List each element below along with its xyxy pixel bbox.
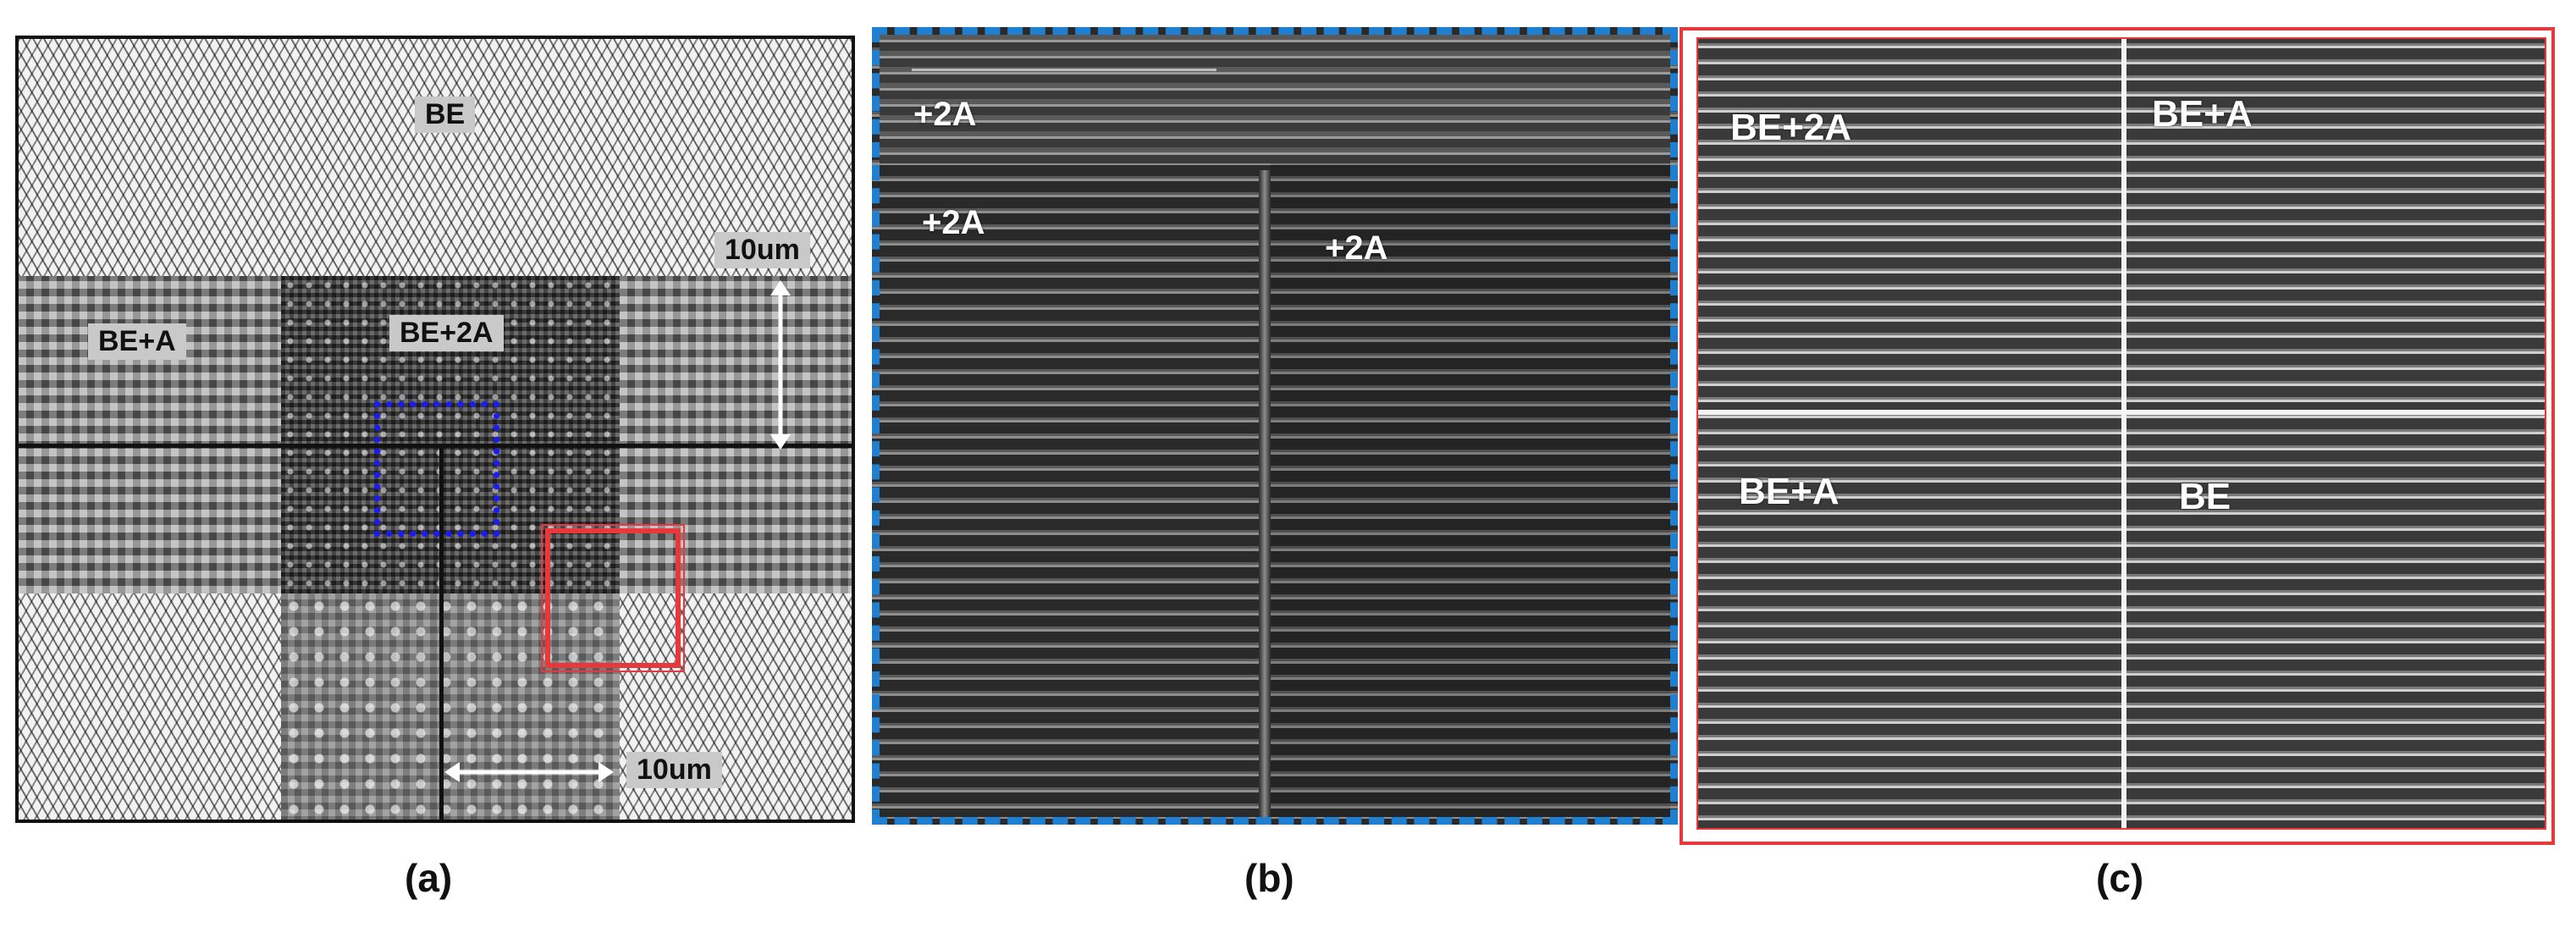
- right-half: [1271, 163, 1670, 817]
- region-be-a-right: [620, 276, 852, 593]
- label-be: BE: [415, 97, 476, 133]
- panel-a: BE BE+A BE+2A 10um 10um: [15, 36, 855, 823]
- vertical-arrow: [770, 280, 791, 450]
- label-be-a-bottom-c: BE+A: [1739, 471, 1840, 512]
- panel-b: +2A +2A +2A: [872, 27, 1678, 825]
- red-box: [541, 524, 685, 672]
- horizontal-arrow: [444, 762, 614, 782]
- label-top-2a: +2A: [913, 96, 977, 133]
- caption-b: (b): [1244, 856, 1294, 900]
- top-band: [880, 35, 1670, 163]
- label-be-2a-c: BE+2A: [1730, 107, 1852, 148]
- label-left-2a: +2A: [922, 204, 985, 241]
- blue-dotted-box: [374, 401, 499, 537]
- label-be-2a: BE+2A: [389, 315, 504, 351]
- divider-vertical: [439, 444, 444, 820]
- caption-c: (c): [2096, 856, 2144, 900]
- label-be-a-top-c: BE+A: [2152, 93, 2253, 135]
- label-right-2a: +2A: [1325, 229, 1388, 267]
- panel-c: BE+2A BE+A BE+A BE: [1696, 37, 2546, 830]
- scale-bar: [912, 69, 1216, 71]
- label-scale-vertical: 10um: [714, 232, 810, 268]
- label-scale-horizontal: 10um: [626, 752, 722, 788]
- label-be-c: BE: [2179, 476, 2231, 517]
- divider-c-horizontal: [1698, 410, 2545, 415]
- divider-horizontal: [19, 444, 852, 448]
- region-be-top: [19, 39, 852, 276]
- region-be-a-bottom: [281, 593, 620, 820]
- label-be-a: BE+A: [88, 323, 186, 360]
- divider-c-vertical: [2121, 39, 2126, 828]
- center-seam: [1259, 170, 1271, 817]
- caption-a: (a): [405, 856, 453, 900]
- region-be-bottom-left: [19, 593, 281, 820]
- panel-c-frame: [1680, 27, 2555, 845]
